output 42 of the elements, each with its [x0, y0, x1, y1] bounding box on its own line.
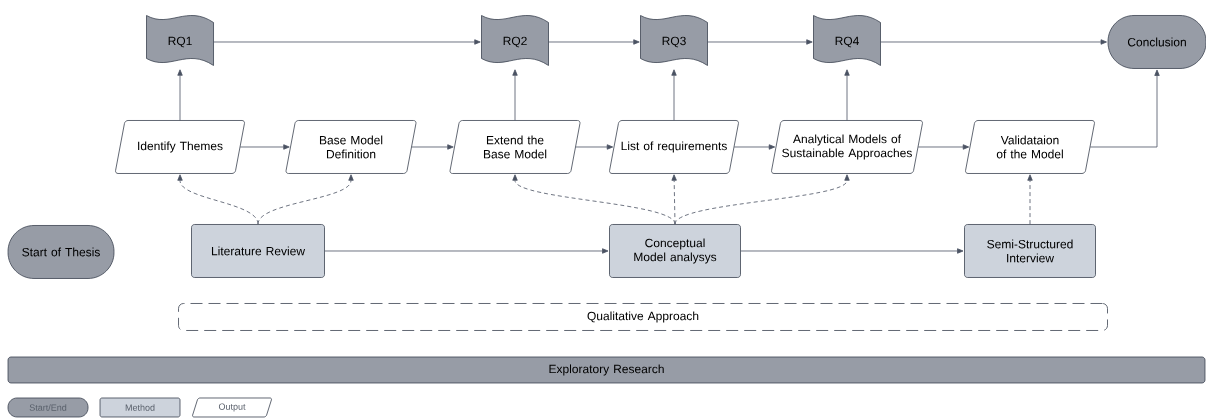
arrow: [1027, 174, 1033, 225]
arrow: [880, 39, 1107, 45]
method-box: Literature Review: [191, 224, 325, 278]
arrow: [239, 144, 290, 150]
arrow: [844, 69, 850, 121]
output-box: Extend the Base Model: [449, 120, 581, 174]
terminal-pill: Conclusion: [1107, 15, 1206, 69]
arrow: [707, 39, 813, 45]
research-band: Exploratory Research: [7, 356, 1206, 384]
arrow: [548, 39, 640, 45]
arrow: [213, 39, 481, 45]
arrow: [512, 69, 518, 121]
output-box: List of requirements: [609, 120, 739, 174]
arrow: [575, 144, 614, 150]
approach-band: Qualitative Approach: [178, 303, 1108, 331]
arrow: [411, 144, 454, 150]
arrow: [740, 248, 964, 254]
terminal-pill: Start of Thesis: [7, 225, 115, 279]
arrow: [917, 144, 970, 150]
arrow: [733, 144, 776, 150]
legend-label: Start/End: [29, 404, 67, 411]
output-box: Identify Themes: [115, 120, 245, 174]
output-box: Validataion of the Model: [965, 120, 1095, 174]
arrow: [671, 174, 677, 225]
arrow: [177, 69, 183, 121]
research-question-flag: RQ3: [640, 15, 708, 66]
legend-label: Method: [125, 404, 155, 411]
research-question-flag: RQ1: [146, 15, 214, 66]
arrow: [177, 174, 259, 225]
arrow: [257, 174, 354, 225]
arrow: [512, 174, 676, 225]
arrow: [324, 248, 609, 254]
arrow: [674, 174, 850, 225]
output-box: Base Model Definition: [285, 120, 417, 174]
method-box: Conceptual Model analysys: [609, 224, 741, 278]
arrow: [671, 69, 677, 121]
legend-label: Output: [218, 403, 246, 412]
output-box: Analytical Models of Sustainable Approaches: [771, 120, 923, 174]
arrow: [1089, 69, 1160, 148]
research-question-flag: RQ2: [481, 15, 549, 66]
research-question-flag: RQ4: [813, 15, 881, 66]
method-box: Semi-Structured Interview: [964, 224, 1096, 278]
